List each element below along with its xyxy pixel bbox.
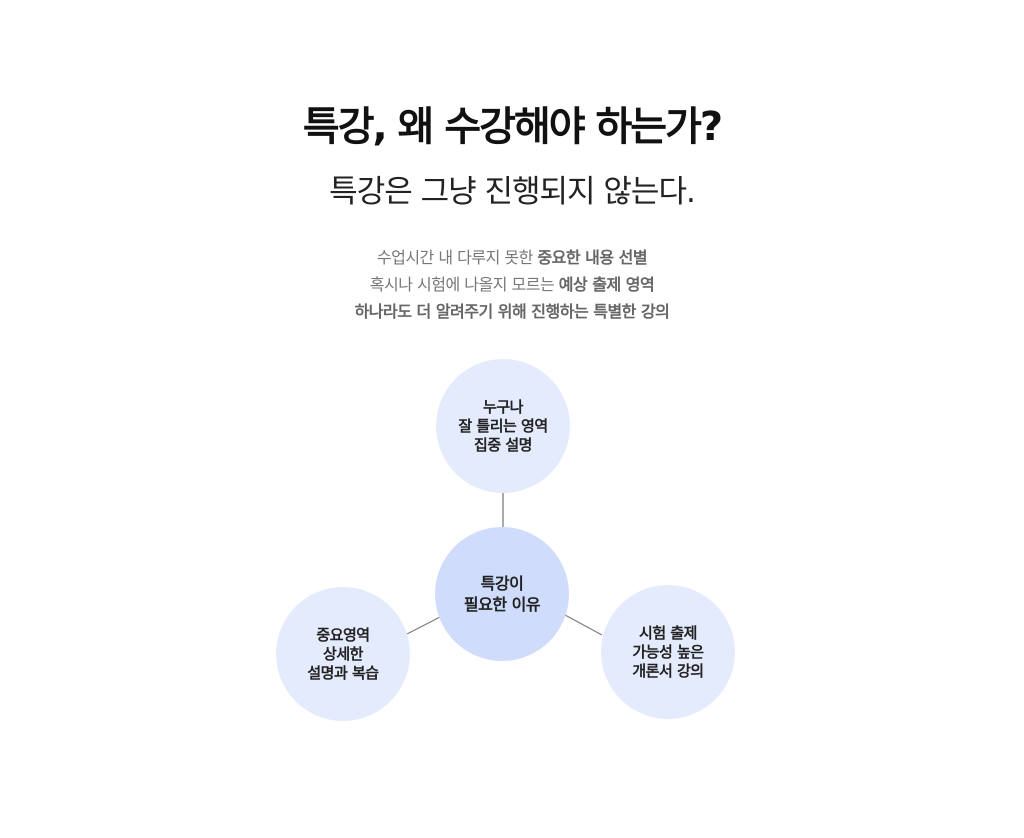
desc-bold: 하나라도 더 알려주기 위해 진행하는 특별한 강의 <box>354 302 670 321</box>
desc-plain: 혹시나 시험에 나올지 모르는 <box>369 275 559 294</box>
description-line-1: 수업시간 내 다루지 못한 중요한 내용 선별 <box>0 244 1024 268</box>
desc-bold: 예상 출제 영역 <box>558 275 655 294</box>
desc-plain: 수업시간 내 다루지 못한 <box>376 248 538 267</box>
connector-left <box>406 616 441 635</box>
connector-right <box>564 614 603 636</box>
desc-bold: 중요한 내용 선별 <box>537 248 648 267</box>
description-line-2: 혹시나 시험에 나올지 모르는 예상 출제 영역 <box>0 271 1024 295</box>
page-title: 특강, 왜 수강해야 하는가? <box>302 104 723 150</box>
description-line-3: 하나라도 더 알려주기 위해 진행하는 특별한 강의 <box>0 298 1024 322</box>
page-subtitle: 특강은 그냥 진행되지 않는다. <box>329 174 696 210</box>
